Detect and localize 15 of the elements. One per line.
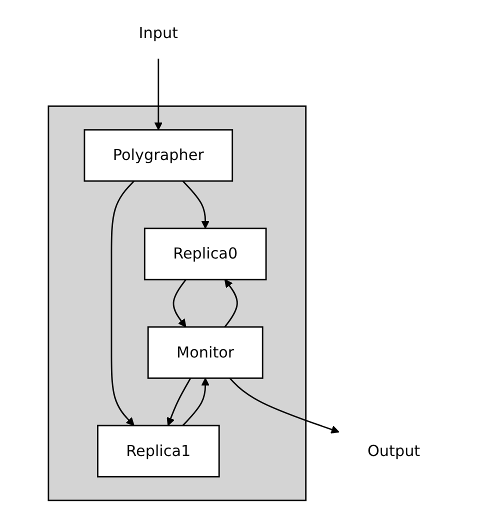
arrow: [182, 180, 210, 229]
arrow: [110, 180, 135, 426]
arrow: [172, 279, 186, 328]
node-box: Monitor: [147, 326, 264, 379]
arrow: [166, 378, 192, 426]
node-text: Output: [367, 442, 420, 460]
node-box: Replica0: [144, 228, 267, 280]
arrow: [229, 378, 340, 434]
node-text: Input: [138, 24, 178, 42]
cluster: [48, 105, 307, 502]
node-box: Replica1: [97, 424, 220, 478]
arrow: [224, 279, 238, 328]
arrow: [182, 378, 210, 426]
arrow: [154, 58, 163, 130]
node-box: Polygrapher: [84, 129, 234, 182]
